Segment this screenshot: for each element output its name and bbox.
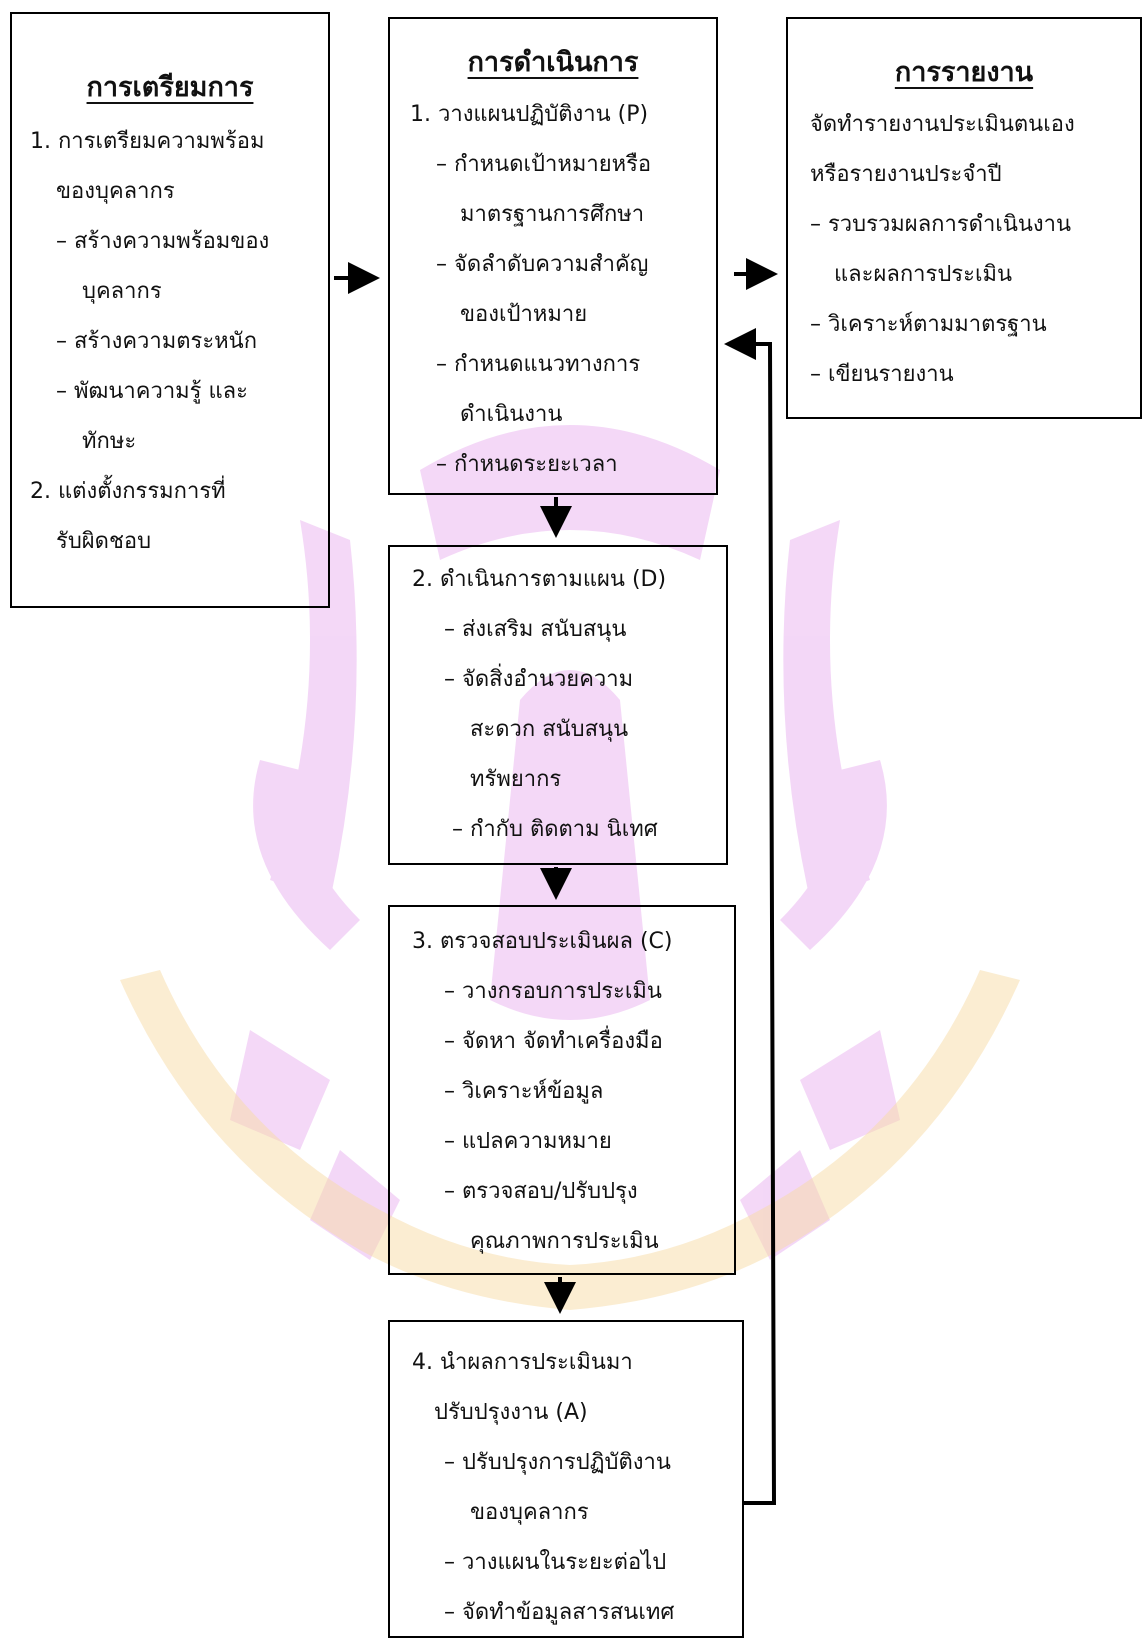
act-line: – จัดทำข้อมูลสารสนเทศ: [444, 1600, 675, 1625]
plan-line: 1. วางแผนปฏิบัติงาน (P): [410, 102, 649, 127]
preparation-box: การเตรียมการ 1. การเตรียมความพร้อม ของบุ…: [10, 12, 330, 608]
prep-line: ทักษะ: [82, 429, 137, 454]
check-box: 3. ตรวจสอบประเมินผล (C) – วางกรอบการประเ…: [388, 905, 736, 1275]
do-line: – จัดสิ่งอำนวยความ: [444, 667, 634, 692]
act-line: ปรับปรุงงาน (A): [434, 1400, 588, 1425]
check-line: – แปลความหมาย: [444, 1129, 612, 1154]
act-line: – วางแผนในระยะต่อไป: [444, 1550, 667, 1575]
report-line: – วิเคราะห์ตามมาตรฐาน: [810, 312, 1047, 337]
report-line: – รวบรวมผลการดำเนินงาน: [810, 212, 1072, 237]
prep-line: บุคลากร: [82, 279, 162, 304]
do-line: – ส่งเสริม สนับสนุน: [444, 617, 627, 642]
report-line: จัดทำรายงานประเมินตนเอง: [810, 112, 1075, 137]
act-box: 4. นำผลการประเมินมา ปรับปรุงงาน (A) – ปร…: [388, 1320, 744, 1638]
check-line: – จัดหา จัดทำเครื่องมือ: [444, 1029, 663, 1054]
do-line: สะดวก สนับสนุน: [470, 717, 629, 742]
plan-line: มาตรฐานการศึกษา: [460, 202, 645, 227]
do-box: 2. ดำเนินการตามแผน (D) – ส่งเสริม สนับสน…: [388, 545, 728, 865]
check-line: – ตรวจสอบ/ปรับปรุง: [444, 1179, 638, 1204]
report-line: และผลการประเมิน: [834, 262, 1012, 287]
report-box: การรายงาน จัดทำรายงานประเมินตนเอง หรือรา…: [786, 17, 1142, 419]
preparation-title: การเตรียมการ: [86, 72, 254, 103]
do-line: – กำกับ ติดตาม นิเทศ: [452, 817, 658, 842]
do-line: ทรัพยากร: [470, 767, 562, 792]
plan-line: – กำหนดแนวทางการ: [436, 352, 641, 377]
do-line: 2. ดำเนินการตามแผน (D): [412, 567, 667, 592]
prep-line: – สร้างความพร้อมของ: [56, 229, 270, 254]
operation-title: การดำเนินการ: [467, 47, 639, 78]
arrow-act-feedback-to-plan: [724, 328, 777, 1505]
check-line: – วางกรอบการประเมิน: [444, 979, 662, 1004]
plan-box: การดำเนินการ 1. วางแผนปฏิบัติงาน (P) – ก…: [388, 17, 718, 495]
report-line: หรือรายงานประจำปี: [810, 162, 1002, 187]
prep-line: 1. การเตรียมความพร้อม: [30, 129, 265, 154]
plan-line: – กำหนดเป้าหมายหรือ: [436, 152, 652, 177]
plan-line: – กำหนดระยะเวลา: [436, 452, 618, 477]
report-title: การรายงาน: [894, 57, 1034, 88]
prep-line: 2. แต่งตั้งกรรมการที่: [30, 479, 226, 504]
prep-line: – พัฒนาความรู้ และ: [56, 379, 248, 404]
plan-line: – จัดลำดับความสำคัญ: [436, 252, 649, 277]
act-line: ของบุคลากร: [470, 1500, 589, 1525]
act-line: 4. นำผลการประเมินมา: [412, 1350, 633, 1375]
check-line: – วิเคราะห์ข้อมูล: [444, 1079, 604, 1104]
check-line: 3. ตรวจสอบประเมินผล (C): [412, 929, 673, 954]
plan-line: ของเป้าหมาย: [460, 302, 588, 327]
prep-line: ของบุคลากร: [56, 179, 175, 204]
prep-line: – สร้างความตระหนัก: [56, 329, 258, 354]
prep-line: รับผิดชอบ: [56, 529, 152, 554]
check-line: คุณภาพการประเมิน: [470, 1229, 659, 1254]
plan-line: ดำเนินงาน: [460, 402, 563, 427]
act-line: – ปรับปรุงการปฏิบัติงาน: [444, 1450, 671, 1475]
report-line: – เขียนรายงาน: [810, 362, 954, 387]
